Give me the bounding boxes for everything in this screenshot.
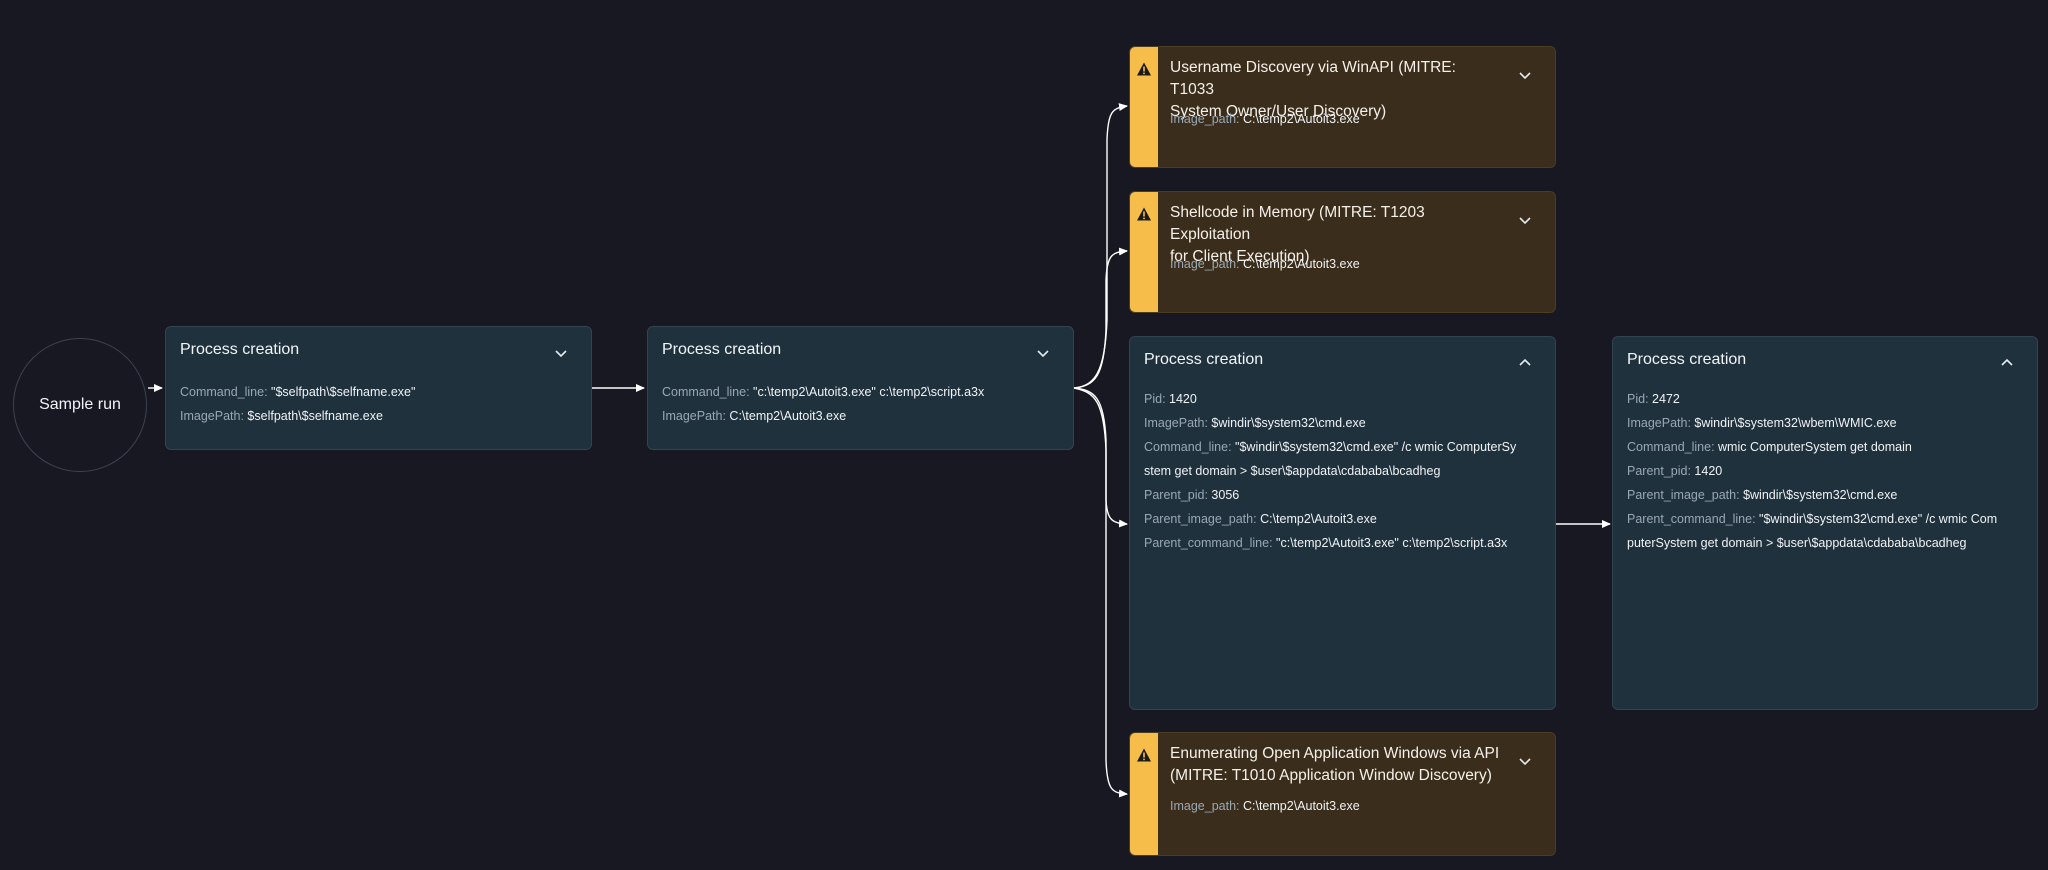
start-node-sample-run[interactable]: Sample run — [13, 338, 147, 472]
chevron-up-icon[interactable] — [1999, 355, 2015, 371]
edge-pc2-a2 — [1073, 247, 1128, 389]
chevron-down-icon[interactable] — [1517, 67, 1533, 83]
field-pid: Pid: 1420 — [1144, 392, 1197, 406]
card-title: Process creation — [1627, 351, 1747, 368]
alert-title: Username Discovery via WinAPI (MITRE: T1… — [1170, 59, 1456, 120]
field-parent-pid: Parent_pid: 1420 — [1627, 464, 1723, 478]
card-title: Process creation — [180, 341, 300, 358]
field-parent-command-line-cont: puterSystem get domain > $user\$appdata\… — [1627, 536, 1967, 550]
field-image-path: Image_path: C:\temp2\Autoit3.exe — [1170, 799, 1360, 813]
field-image-path: Image_path: C:\temp2\Autoit3.exe — [1170, 257, 1360, 271]
field-command-line: Command_line: "c:\temp2\Autoit3.exe" c:\… — [662, 385, 985, 399]
chevron-down-icon[interactable] — [553, 345, 569, 361]
field-image-path: Image_path: C:\temp2\Autoit3.exe — [1170, 112, 1360, 126]
start-node-label: Sample run — [39, 396, 121, 413]
chevron-up-icon[interactable] — [1517, 355, 1533, 371]
field-parent-pid: Parent_pid: 3056 — [1144, 488, 1240, 502]
process-card-4[interactable]: Process creation Pid: 2472 ImagePath: $w… — [1612, 336, 2038, 710]
chevron-down-icon[interactable] — [1517, 753, 1533, 769]
alert-card-username-discovery[interactable]: Username Discovery via WinAPI (MITRE: T1… — [1129, 46, 1556, 168]
alert-title: Shellcode in Memory (MITRE: T1203 Exploi… — [1170, 204, 1425, 265]
alert-title: Enumerating Open Application Windows via… — [1170, 745, 1500, 784]
field-image-path: ImagePath: $windir\$system32\cmd.exe — [1144, 416, 1366, 430]
chevron-down-icon[interactable] — [1517, 212, 1533, 228]
process-card-2[interactable]: Process creation Command_line: "c:\temp2… — [647, 326, 1074, 450]
process-card-1[interactable]: Process creation Command_line: "$selfpat… — [165, 326, 592, 450]
field-parent-image-path: Parent_image_path: C:\temp2\Autoit3.exe — [1144, 512, 1377, 526]
process-card-3[interactable]: Process creation Pid: 1420 ImagePath: $w… — [1129, 336, 1556, 710]
field-command-line-cont: stem get domain > $user\$appdata\cdababa… — [1144, 464, 1441, 478]
chevron-down-icon[interactable] — [1035, 345, 1051, 361]
field-parent-command-line: Parent_command_line: "$windir\$system32\… — [1627, 512, 1998, 526]
edge-pc2-a1 — [1073, 103, 1128, 389]
field-image-path: ImagePath: $selfpath\$selfname.exe — [180, 409, 383, 423]
card-title: Process creation — [1144, 351, 1264, 368]
field-parent-image-path: Parent_image_path: $windir\$system32\cmd… — [1627, 488, 1898, 502]
field-parent-command-line: Parent_command_line: "c:\temp2\Autoit3.e… — [1144, 536, 1508, 550]
field-command-line: Command_line: "$selfpath\$selfname.exe" — [180, 385, 416, 399]
field-command-line: Command_line: wmic ComputerSystem get do… — [1627, 440, 1912, 454]
field-image-path: ImagePath: $windir\$system32\wbem\WMIC.e… — [1627, 416, 1897, 430]
field-command-line: Command_line: "$windir\$system32\cmd.exe… — [1144, 440, 1517, 454]
warning-icon — [1136, 206, 1152, 222]
alert-card-enumerating-windows[interactable]: Enumerating Open Application Windows via… — [1129, 732, 1556, 856]
alert-card-shellcode-in-memory[interactable]: Shellcode in Memory (MITRE: T1203 Exploi… — [1129, 191, 1556, 313]
edge-pc2-a3 — [1073, 387, 1128, 798]
field-pid: Pid: 2472 — [1627, 392, 1680, 406]
warning-icon — [1136, 61, 1152, 77]
warning-icon — [1136, 747, 1152, 763]
card-title: Process creation — [662, 341, 782, 358]
field-image-path: ImagePath: C:\temp2\Autoit3.exe — [662, 409, 847, 423]
